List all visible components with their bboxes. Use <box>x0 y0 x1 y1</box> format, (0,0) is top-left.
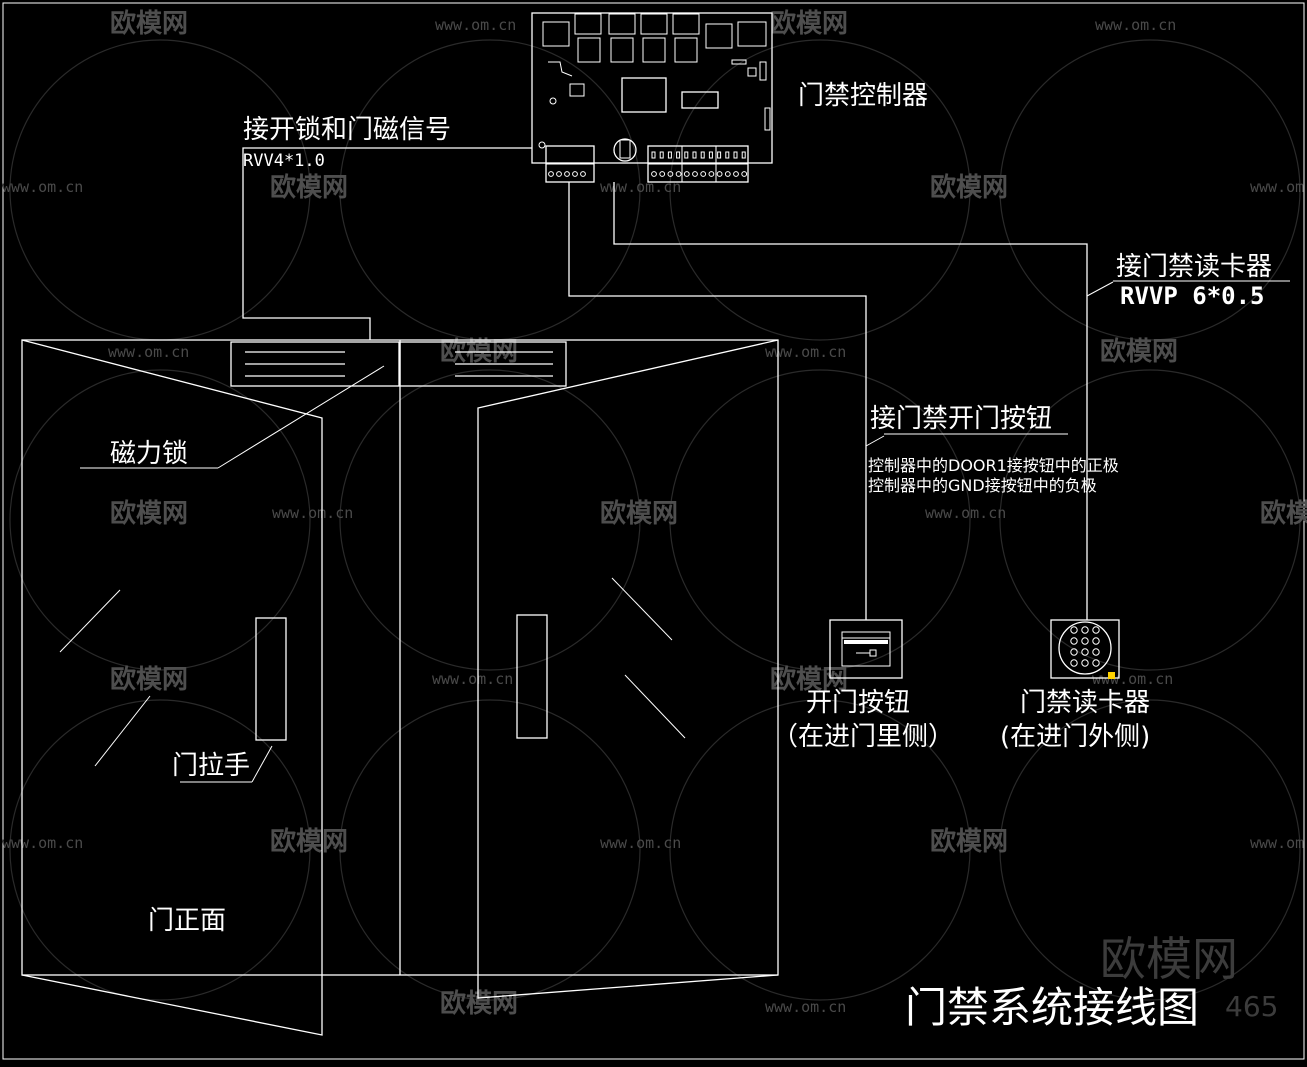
watermark-url: www.om.cn <box>1250 834 1307 852</box>
card-reader-label: 门禁读卡器 <box>1020 688 1150 718</box>
wire-exit-button <box>568 182 867 620</box>
door-leaf-left <box>21 339 323 1036</box>
watermark-url: www.om.cn <box>1095 16 1176 34</box>
watermark-logo: 欧模网 <box>110 664 188 695</box>
card-reader-device <box>1050 619 1120 679</box>
door-assembly <box>21 339 779 1036</box>
watermark-logo: 欧模网 <box>770 664 848 695</box>
watermark-url: www.om.cn <box>765 343 846 361</box>
watermark-logo: 欧模网 <box>440 988 518 1019</box>
watermark-logo: 欧模网 <box>270 826 348 857</box>
button-line-note-2: 控制器中的GND接按钮中的负极 <box>868 476 1097 495</box>
watermark-big-logo: 欧模网 <box>1100 932 1238 986</box>
card-reader-line-label: 接门禁读卡器 <box>1116 252 1272 282</box>
watermark-id: 465 <box>1225 990 1278 1023</box>
watermark-logo: 欧模网 <box>770 8 848 39</box>
watermark-url: www.om.cn <box>1092 670 1173 688</box>
cpu-chip <box>621 77 667 113</box>
door-handle-left <box>255 617 287 741</box>
button-line-note-1: 控制器中的DOOR1接按钮中的正极 <box>868 456 1119 475</box>
exit-button-label: 开门按钮 <box>806 688 910 718</box>
watermark-url: www.om.cn <box>765 998 846 1016</box>
watermark-layer: 欧模网欧模网欧模网欧模网欧模网欧模网欧模网欧模网欧模网欧模网欧模网欧模网欧模网欧… <box>2 8 1307 1019</box>
watermark-logo: 欧模网 <box>930 172 1008 203</box>
card-reader-sublabel: (在进门外侧) <box>1000 722 1150 752</box>
watermark-url: www.om.cn <box>272 504 353 522</box>
watermark-url: www.om.cn <box>600 178 681 196</box>
door-handle-label: 门拉手 <box>172 751 250 781</box>
exit-button-device <box>829 619 903 679</box>
watermark-url: www.om.cn <box>108 343 189 361</box>
card-reader-keypad <box>1058 621 1112 675</box>
watermark-url: www.om.cn <box>432 670 513 688</box>
watermark-url: www.om.cn <box>925 504 1006 522</box>
watermark-url: www.om.cn <box>435 16 516 34</box>
button-line-label: 接门禁开门按钮 <box>870 404 1052 434</box>
door-leaf-right <box>477 339 779 999</box>
door-handle-right <box>516 614 548 739</box>
watermark-logo: 欧模网 <box>270 172 348 203</box>
watermark-url: www.om.cn <box>2 834 83 852</box>
lock-signal-label: 接开锁和门磁信号 <box>243 115 451 145</box>
door-front-label: 门正面 <box>148 906 226 936</box>
lock-signal-cable: RVV4*1.0 <box>243 151 325 171</box>
watermark-url: www.om.cn <box>1250 178 1307 196</box>
maglock-left <box>230 341 400 387</box>
controller-board <box>531 12 773 183</box>
maglock-right <box>399 341 567 387</box>
exit-button-plate <box>829 619 903 679</box>
diagram-title: 门禁系统接线图 <box>905 983 1199 1032</box>
card-reader-plate <box>1050 619 1120 679</box>
watermark-url: www.om.cn <box>600 834 681 852</box>
watermark-logo: 欧模网 <box>110 8 188 39</box>
watermark-logo: 欧模网 <box>1100 336 1178 367</box>
watermark-logo: 欧模网 <box>1260 498 1307 529</box>
wire-card-reader <box>613 182 1088 620</box>
watermark-logo: 欧模网 <box>600 498 678 529</box>
wire-lock-signal <box>242 147 532 340</box>
watermark-url: www.om.cn <box>2 178 83 196</box>
card-reader-line-cable: RVVP 6*0.5 <box>1120 282 1265 310</box>
controller-label: 门禁控制器 <box>798 81 928 111</box>
maglock-label: 磁力锁 <box>110 439 188 469</box>
watermark-logo: 欧模网 <box>930 826 1008 857</box>
exit-button-sublabel: （在进门里侧） <box>772 722 954 752</box>
controller-outline <box>531 12 773 164</box>
watermark-logo: 欧模网 <box>110 498 188 529</box>
